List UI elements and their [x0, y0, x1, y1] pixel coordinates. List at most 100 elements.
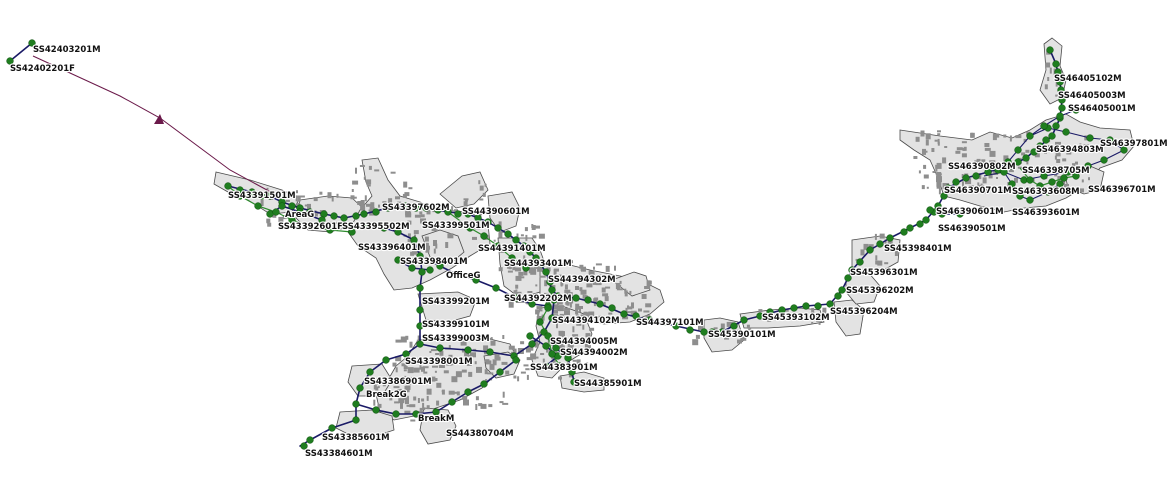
network-node[interactable] — [544, 332, 552, 340]
network-node[interactable] — [306, 208, 314, 216]
network-node[interactable] — [952, 178, 960, 186]
network-node[interactable] — [708, 328, 716, 336]
network-node[interactable] — [1052, 122, 1060, 130]
network-node[interactable] — [672, 322, 680, 330]
network-node[interactable] — [838, 286, 846, 294]
network-node[interactable] — [416, 252, 424, 260]
network-node[interactable] — [508, 254, 516, 262]
network-node[interactable] — [444, 208, 452, 216]
network-node[interactable] — [422, 204, 430, 212]
network-node[interactable] — [526, 248, 534, 256]
network-node[interactable] — [408, 264, 416, 272]
network-node[interactable] — [556, 362, 564, 370]
network-node[interactable] — [328, 424, 336, 432]
network-node[interactable] — [416, 322, 424, 330]
network-node[interactable] — [356, 384, 364, 392]
network-node[interactable] — [464, 388, 472, 396]
network-node[interactable] — [916, 220, 924, 228]
network-node[interactable] — [1056, 78, 1064, 86]
network-node[interactable] — [372, 406, 380, 414]
network-node[interactable] — [972, 172, 980, 180]
network-node[interactable] — [1048, 132, 1056, 140]
network-node[interactable] — [542, 268, 550, 276]
network-node[interactable] — [1062, 128, 1070, 136]
network-node[interactable] — [956, 210, 964, 218]
network-node[interactable] — [366, 368, 374, 376]
network-node[interactable] — [844, 274, 852, 282]
network-node[interactable] — [568, 368, 576, 376]
network-node[interactable] — [1004, 158, 1012, 166]
network-node[interactable] — [940, 192, 948, 200]
network-node[interactable] — [876, 240, 884, 248]
network-node[interactable] — [412, 204, 420, 212]
network-node[interactable] — [926, 206, 934, 214]
network-node[interactable] — [364, 222, 372, 230]
network-node[interactable] — [730, 322, 738, 330]
network-node[interactable] — [436, 344, 444, 352]
network-node[interactable] — [528, 340, 536, 348]
network-node[interactable] — [532, 254, 540, 262]
network-node[interactable] — [522, 264, 530, 272]
network-node[interactable] — [492, 284, 500, 292]
network-node[interactable] — [548, 286, 556, 294]
network-node[interactable] — [608, 304, 616, 312]
network-node[interactable] — [1058, 104, 1066, 112]
network-node[interactable] — [700, 328, 708, 336]
network-node[interactable] — [1106, 136, 1114, 144]
network-node[interactable] — [542, 342, 550, 350]
network-node[interactable] — [550, 296, 558, 304]
network-node[interactable] — [1072, 172, 1080, 180]
network-node[interactable] — [1026, 176, 1034, 184]
network-node[interactable] — [984, 168, 992, 176]
network-node[interactable] — [278, 202, 286, 210]
network-node[interactable] — [494, 242, 502, 250]
network-node[interactable] — [306, 436, 314, 444]
network-node[interactable] — [454, 210, 462, 218]
network-node[interactable] — [360, 210, 368, 218]
network-node[interactable] — [382, 356, 390, 364]
network-node[interactable] — [1008, 180, 1016, 188]
network-node[interactable] — [756, 312, 764, 320]
network-node[interactable] — [1016, 192, 1024, 200]
network-node[interactable] — [394, 256, 402, 264]
network-node[interactable] — [596, 300, 604, 308]
network-node[interactable] — [288, 216, 296, 224]
network-node[interactable] — [340, 214, 348, 222]
network-node[interactable] — [1000, 168, 1008, 176]
network-node[interactable] — [866, 246, 874, 254]
network-node[interactable] — [922, 216, 930, 224]
network-node[interactable] — [1026, 196, 1034, 204]
network-node[interactable] — [410, 236, 418, 244]
network-node[interactable] — [632, 312, 640, 320]
network-node[interactable] — [546, 278, 554, 286]
network-node[interactable] — [1036, 182, 1044, 190]
network-node[interactable] — [352, 400, 360, 408]
network-node[interactable] — [452, 270, 460, 278]
network-node[interactable] — [426, 266, 434, 274]
network-node[interactable] — [856, 258, 864, 266]
network-node[interactable] — [464, 346, 472, 354]
network-node[interactable] — [480, 380, 488, 388]
network-node[interactable] — [1064, 168, 1072, 176]
network-node[interactable] — [526, 332, 534, 340]
network-node[interactable] — [548, 314, 556, 322]
network-node[interactable] — [330, 212, 338, 220]
network-node[interactable] — [520, 242, 528, 250]
network-node[interactable] — [886, 234, 894, 242]
network-node[interactable] — [496, 368, 504, 376]
network-node[interactable] — [394, 228, 402, 236]
network-node[interactable] — [224, 182, 232, 190]
network-node[interactable] — [266, 192, 274, 200]
network-node[interactable] — [1072, 106, 1080, 114]
network-node[interactable] — [352, 416, 360, 424]
network-node[interactable] — [1042, 136, 1050, 144]
network-node[interactable] — [802, 302, 810, 310]
network-node[interactable] — [380, 224, 388, 232]
network-node[interactable] — [934, 202, 942, 210]
network-node[interactable] — [392, 410, 400, 418]
network-node[interactable] — [900, 228, 908, 236]
network-node[interactable] — [474, 214, 482, 222]
network-node[interactable] — [318, 216, 326, 224]
network-node[interactable] — [1030, 148, 1038, 156]
